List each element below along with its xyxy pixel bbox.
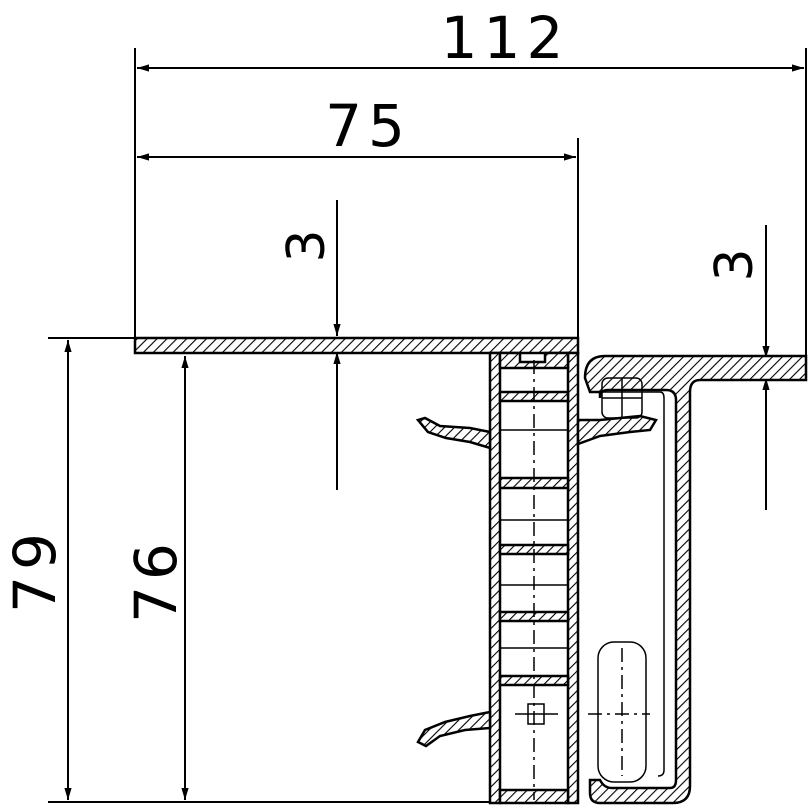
frame-top-connector bbox=[498, 351, 570, 370]
frame-wall-left bbox=[488, 351, 502, 805]
dimension-inner-height: 76 bbox=[122, 356, 190, 800]
frame-fin-upper-right bbox=[576, 414, 658, 446]
top-plate bbox=[133, 336, 580, 355]
frame-fin-lower-left bbox=[416, 710, 492, 748]
outer-profile-body bbox=[583, 354, 808, 805]
dimension-label-top-3: 3 bbox=[277, 229, 337, 262]
profile-cross-section bbox=[133, 336, 808, 805]
dimension-label-79: 79 bbox=[1, 527, 69, 613]
outer-profile-inner-line bbox=[600, 391, 665, 777]
dimension-label-76: 76 bbox=[122, 537, 190, 623]
inner-frame-profile bbox=[415, 351, 658, 805]
dimension-overall-height: 79 bbox=[1, 337, 498, 803]
dimension-overall-width: 112 bbox=[134, 4, 807, 360]
dimension-label-112: 112 bbox=[441, 4, 570, 72]
dimension-label-75: 75 bbox=[325, 92, 411, 160]
frame-fin-upper-left bbox=[415, 416, 492, 450]
dimension-top-thickness: 3 bbox=[277, 200, 341, 490]
dimension-label-side-3: 3 bbox=[705, 248, 765, 281]
frame-wall-right bbox=[566, 351, 580, 805]
outer-l-profile bbox=[583, 354, 808, 805]
dimension-side-thickness: 3 bbox=[705, 225, 770, 510]
lower-seal-block bbox=[597, 641, 647, 783]
dimension-inner-width: 75 bbox=[137, 92, 579, 338]
